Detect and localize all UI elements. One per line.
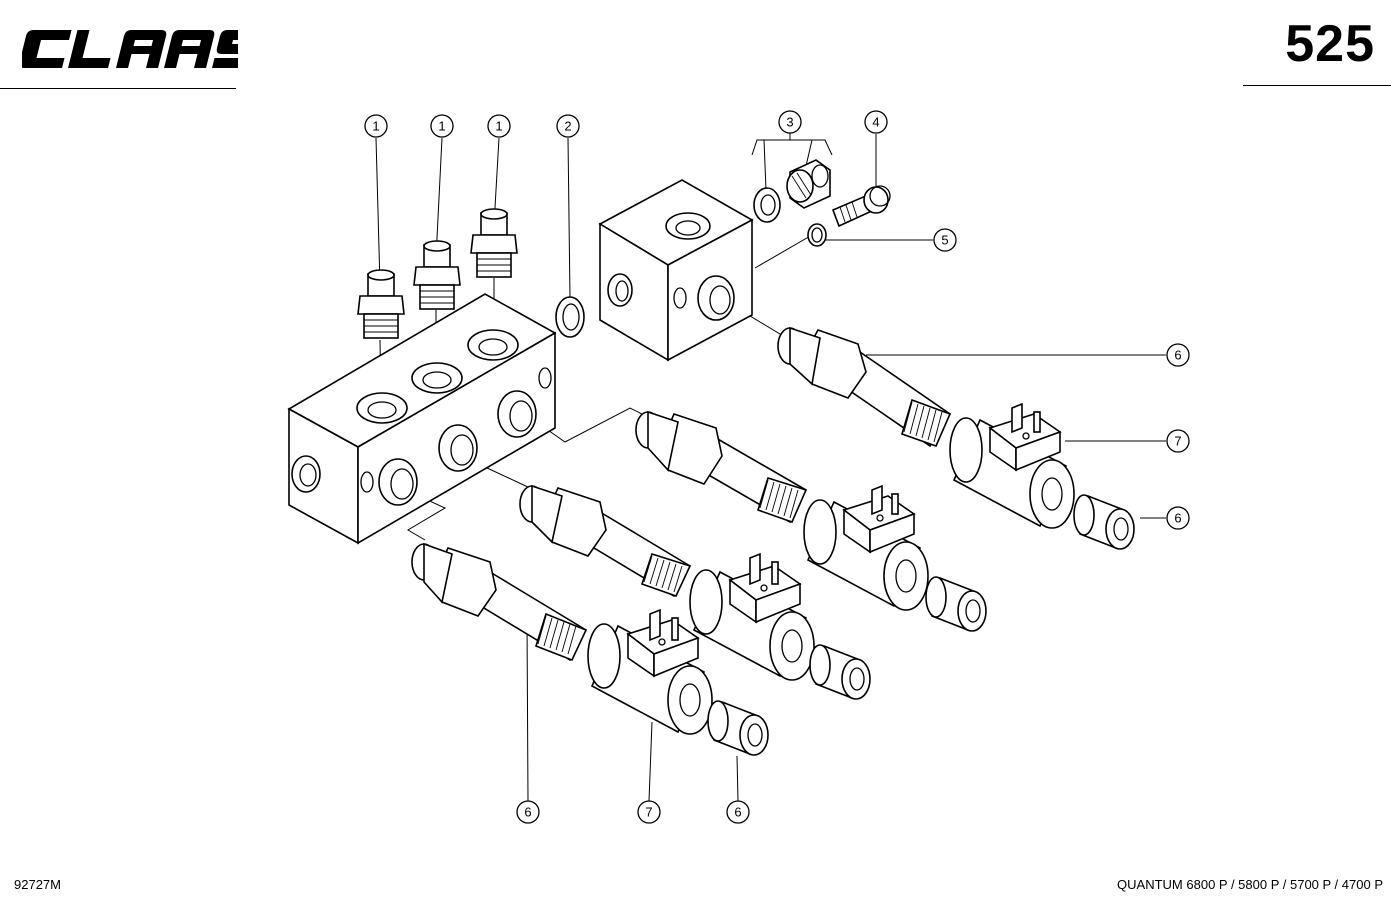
- screw-4: [831, 185, 891, 228]
- seal-ring-2: [555, 296, 585, 338]
- callout-4: 4: [864, 110, 888, 134]
- coil-nut-lower: [707, 700, 769, 756]
- svg-text:2: 2: [564, 119, 571, 134]
- fitting-1-middle: [413, 240, 461, 310]
- callout-1b: 1: [430, 114, 454, 138]
- valve-cartridge-middle: [635, 410, 808, 524]
- callout-1c: 1: [487, 114, 511, 138]
- fitting-1-right: [470, 208, 518, 278]
- solenoid-coil-upper: [949, 402, 1075, 529]
- svg-text:1: 1: [372, 119, 379, 134]
- valve-cartridge-lower: [411, 542, 588, 662]
- header-rule-right: [1243, 85, 1391, 86]
- o-ring-5: [807, 223, 827, 247]
- callout-6d: 6: [726, 800, 750, 824]
- callout-1a: 1: [364, 114, 388, 138]
- svg-text:6: 6: [734, 805, 741, 820]
- callout-7b: 7: [637, 800, 661, 824]
- valve-cartridge-lower-middle: [519, 484, 692, 598]
- solenoid-coil-middle: [803, 484, 929, 611]
- svg-text:6: 6: [1174, 511, 1181, 526]
- svg-text:4: 4: [872, 115, 879, 130]
- coil-nut-lower-middle: [809, 644, 871, 700]
- header-rule-left: [0, 88, 236, 89]
- callout-6a: 6: [1166, 343, 1190, 367]
- svg-text:6: 6: [524, 805, 531, 820]
- svg-text:7: 7: [1174, 434, 1181, 449]
- svg-text:7: 7: [645, 805, 652, 820]
- drawing-code: 92727M: [14, 877, 61, 892]
- page-number: 525: [1285, 15, 1375, 73]
- callout-2: 2: [556, 114, 580, 138]
- svg-text:6: 6: [1174, 348, 1181, 363]
- manifold-block: [287, 293, 557, 545]
- plug-3: [786, 159, 831, 209]
- cube-block: [598, 179, 754, 362]
- fitting-1-left: [357, 269, 405, 339]
- solenoid-coil-lower: [587, 608, 713, 735]
- svg-text:3: 3: [786, 115, 793, 130]
- svg-text:5: 5: [941, 233, 948, 248]
- callout-7a: 7: [1166, 429, 1190, 453]
- plug-washer-3: [753, 187, 781, 223]
- coil-nut-upper: [1073, 494, 1135, 550]
- claas-logo: [22, 30, 238, 68]
- callout-6b: 6: [1166, 506, 1190, 530]
- coil-nut-middle: [925, 576, 987, 632]
- svg-text:1: 1: [438, 119, 445, 134]
- model-line: QUANTUM 6800 P / 5800 P / 5700 P / 4700 …: [1117, 877, 1383, 892]
- valve-cartridge-upper: [777, 326, 952, 448]
- solenoid-coil-lower-middle: [689, 552, 815, 681]
- callout-5: 5: [933, 228, 957, 252]
- svg-text:1: 1: [495, 119, 502, 134]
- callout-3: 3: [778, 110, 802, 134]
- callout-6c: 6: [516, 800, 540, 824]
